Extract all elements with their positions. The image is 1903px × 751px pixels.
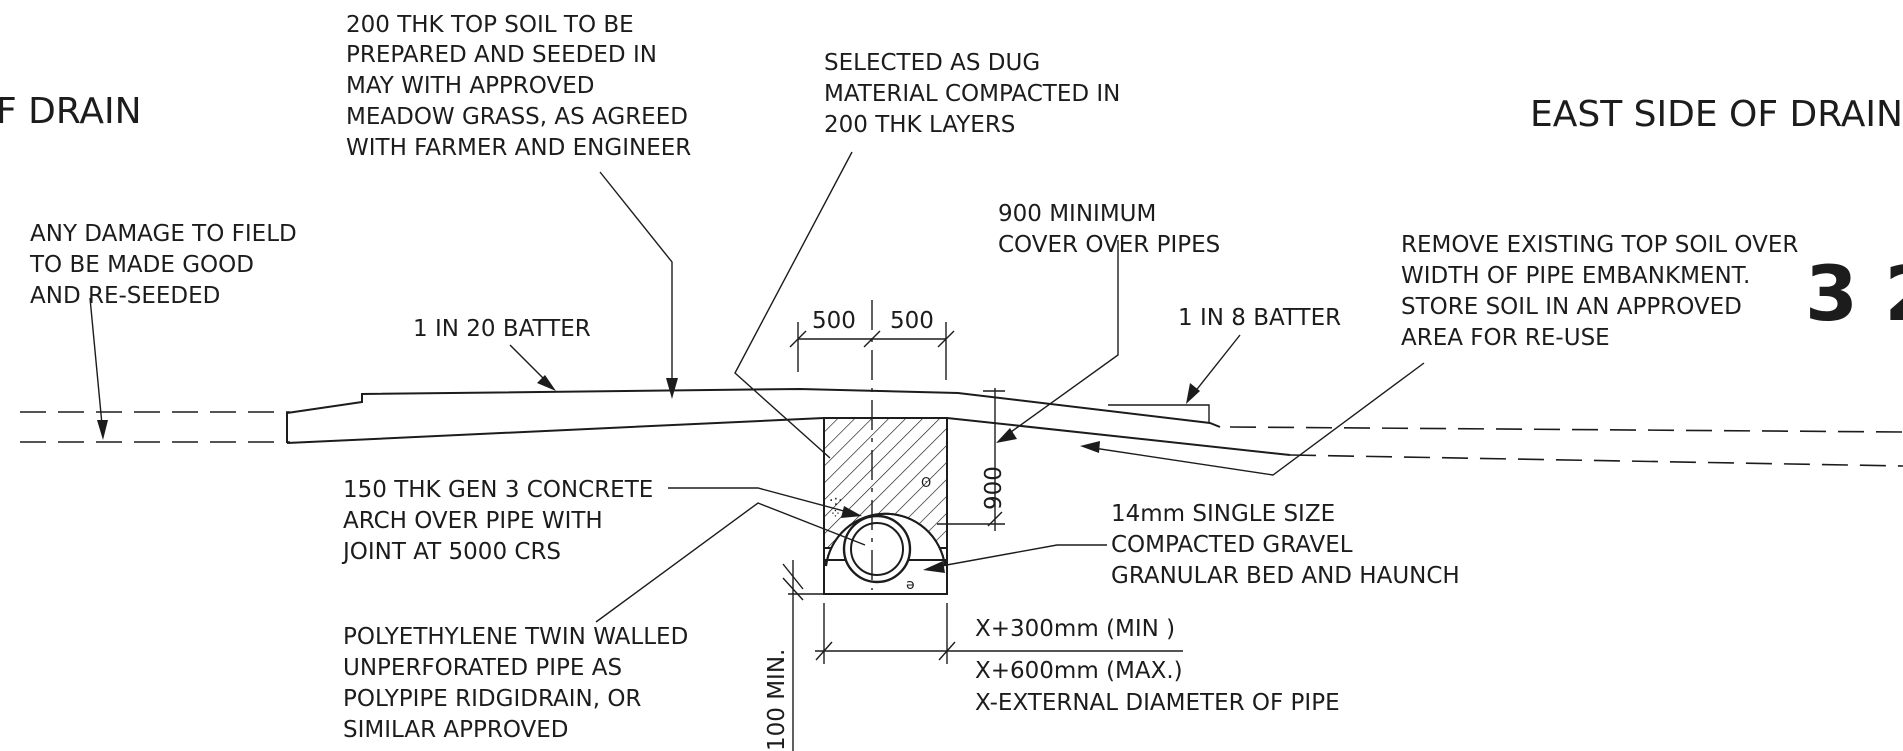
svg-text:ARCH OVER PIPE WITH: ARCH OVER PIPE WITH <box>343 508 603 534</box>
svg-text:POLYPIPE RIDGIDRAIN, OR: POLYPIPE RIDGIDRAIN, OR <box>343 686 641 712</box>
dim-cover: 900 <box>981 466 1007 510</box>
note-pipe: POLYETHYLENE TWIN WALLED UNPERFORATED PI… <box>343 624 688 743</box>
existing-ground-line-lower <box>20 441 1903 467</box>
svg-text:AREA FOR RE-USE: AREA FOR RE-USE <box>1401 325 1610 351</box>
note-trench-width: X+300mm (MIN ) X+600mm (MAX.) X-EXTERNAL… <box>975 616 1340 716</box>
svg-text:900 MINIMUM: 900 MINIMUM <box>998 201 1156 227</box>
svg-text:·:·: ·:· <box>829 493 843 509</box>
note-selected-material: SELECTED AS DUG MATERIAL COMPACTED IN 20… <box>824 50 1120 138</box>
svg-text:ANY DAMAGE TO FIELD: ANY DAMAGE TO FIELD <box>30 221 297 247</box>
existing-ground-line-upper <box>20 411 1903 433</box>
svg-text:TO BE MADE GOOD: TO BE MADE GOOD <box>29 252 254 278</box>
svg-text:MAY WITH APPROVED: MAY WITH APPROVED <box>346 73 594 99</box>
svg-text:COMPACTED GRAVEL: COMPACTED GRAVEL <box>1111 532 1353 558</box>
svg-text:COVER OVER PIPES: COVER OVER PIPES <box>998 232 1220 258</box>
svg-text:SIMILAR APPROVED: SIMILAR APPROVED <box>343 717 569 743</box>
svg-text:STORE SOIL IN AN APPROVED: STORE SOIL IN AN APPROVED <box>1401 294 1742 320</box>
sheet-number: 3 2 <box>1805 249 1903 338</box>
svg-text:14mm SINGLE SIZE: 14mm SINGLE SIZE <box>1111 501 1335 527</box>
east-side-title: EAST SIDE OF DRAIN <box>1530 94 1903 135</box>
svg-text:UNPERFORATED PIPE AS: UNPERFORATED PIPE AS <box>343 655 622 681</box>
embankment-outline <box>286 387 1291 456</box>
svg-text:X+600mm (MAX.): X+600mm (MAX.) <box>975 658 1183 684</box>
svg-text:X+300mm (MIN ): X+300mm (MIN ) <box>975 616 1175 642</box>
west-side-title: F DRAIN <box>0 91 142 132</box>
svg-text:200 THK LAYERS: 200 THK LAYERS <box>824 112 1015 138</box>
svg-text:X-EXTERNAL DIAMETER OF PIPE: X-EXTERNAL DIAMETER OF PIPE <box>975 690 1340 716</box>
svg-text:ə: ə <box>906 577 915 593</box>
note-min-cover: 900 MINIMUM COVER OVER PIPES <box>998 201 1220 258</box>
svg-text:MEADOW GRASS, AS AGREED: MEADOW GRASS, AS AGREED <box>346 104 688 130</box>
svg-text:JOINT AT 5000 CRS: JOINT AT 5000 CRS <box>341 539 561 565</box>
svg-text:SELECTED AS DUG: SELECTED AS DUG <box>824 50 1040 76</box>
trench-width-dimension <box>815 603 1183 664</box>
dim-right-half: 500 <box>890 308 934 334</box>
svg-text:REMOVE EXISTING TOP SOIL OVER: REMOVE EXISTING TOP SOIL OVER <box>1401 232 1798 258</box>
svg-text:GRANULAR BED AND HAUNCH: GRANULAR BED AND HAUNCH <box>1111 563 1460 589</box>
note-top-soil: 200 THK TOP SOIL TO BE PREPARED AND SEED… <box>346 12 691 161</box>
bed-depth-dimension: 100 MIN. <box>764 560 826 751</box>
note-remove-top-soil: REMOVE EXISTING TOP SOIL OVER WIDTH OF P… <box>1401 232 1798 351</box>
dim-left-half: 500 <box>812 308 856 334</box>
dim-bed-depth: 100 MIN. <box>764 649 790 751</box>
top-dimension: 500 500 <box>789 308 955 380</box>
note-gravel-bed: 14mm SINGLE SIZE COMPACTED GRAVEL GRANUL… <box>1111 501 1460 589</box>
west-batter-label: 1 IN 20 BATTER <box>413 316 591 342</box>
cover-dimension: 900 <box>937 388 1007 531</box>
svg-text:MATERIAL COMPACTED IN: MATERIAL COMPACTED IN <box>824 81 1120 107</box>
note-concrete-arch: 150 THK GEN 3 CONCRETE ARCH OVER PIPE WI… <box>341 477 653 565</box>
svg-text:⁘: ⁘ <box>830 507 841 522</box>
svg-text:WITH FARMER AND ENGINEER: WITH FARMER AND ENGINEER <box>346 135 691 161</box>
note-field-damage: ANY DAMAGE TO FIELD TO BE MADE GOOD AND … <box>29 221 297 309</box>
svg-text:ʘ: ʘ <box>921 476 931 491</box>
svg-text:200 THK TOP SOIL TO BE: 200 THK TOP SOIL TO BE <box>346 12 634 38</box>
svg-text:PREPARED AND SEEDED IN: PREPARED AND SEEDED IN <box>346 42 657 68</box>
svg-text:150 THK GEN 3 CONCRETE: 150 THK GEN 3 CONCRETE <box>343 477 653 503</box>
svg-text:POLYETHYLENE TWIN WALLED: POLYETHYLENE TWIN WALLED <box>343 624 688 650</box>
east-batter-label: 1 IN 8 BATTER <box>1178 305 1341 331</box>
svg-text:WIDTH OF PIPE EMBANKMENT.: WIDTH OF PIPE EMBANKMENT. <box>1401 263 1750 289</box>
svg-text:AND RE-SEEDED: AND RE-SEEDED <box>30 283 220 309</box>
leader-lines <box>89 151 1425 623</box>
pipe-section <box>842 514 912 584</box>
gravel-specks: ·:· ⁘ ʘ ə <box>829 476 931 593</box>
